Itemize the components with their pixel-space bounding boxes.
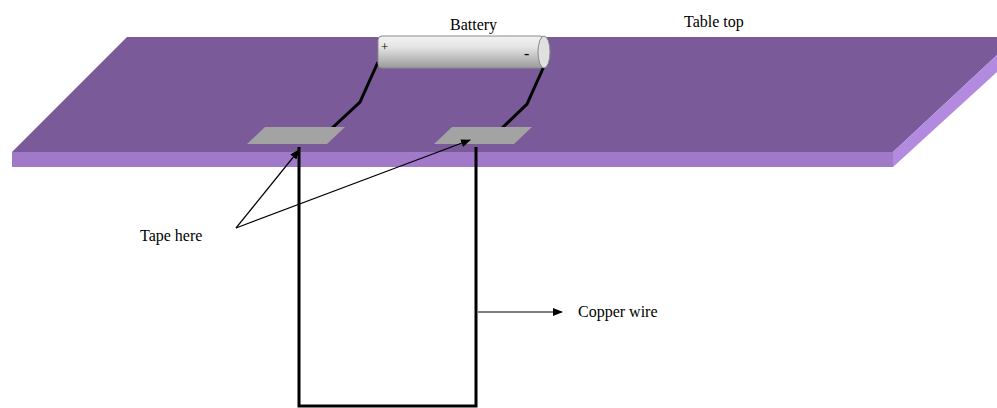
battery-end	[538, 36, 550, 68]
terminal-sign: -	[524, 46, 529, 62]
table-front	[12, 152, 893, 167]
table-label: Table top	[684, 14, 744, 30]
wire-label: Copper wire	[578, 304, 658, 320]
battery-body	[378, 36, 544, 68]
battery-node: Battery+-	[378, 36, 550, 68]
copper-wire	[299, 147, 476, 406]
table-surface	[12, 37, 997, 152]
battery-wire	[500, 64, 545, 130]
leader-arrow	[236, 140, 470, 228]
node-heading: Battery	[450, 17, 497, 33]
tape-patch	[434, 127, 532, 144]
leader-arrow	[478, 311, 562, 312]
tape-label: Tape here	[140, 228, 202, 244]
battery-wire	[330, 62, 378, 130]
terminal-sign: +	[381, 40, 388, 53]
tape-patch	[247, 127, 345, 144]
table-side	[893, 55, 997, 167]
